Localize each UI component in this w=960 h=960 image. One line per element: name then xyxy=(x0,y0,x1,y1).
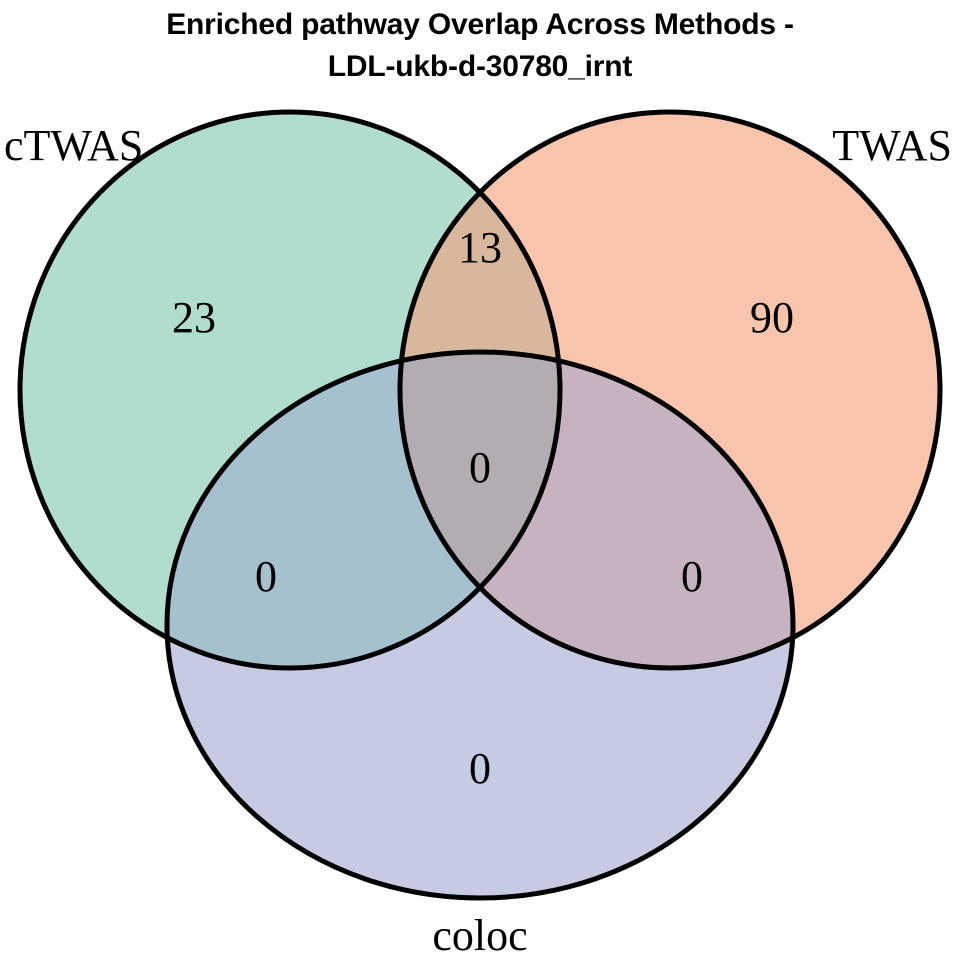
count-coloc-only: 0 xyxy=(469,744,491,793)
count-twas-coloc: 0 xyxy=(681,552,703,601)
set-label-ctwas: cTWAS xyxy=(4,121,143,170)
count-ctwas-twas: 13 xyxy=(458,223,502,272)
ctwas-circle-outline xyxy=(17,109,563,671)
set-label-twas: TWAS xyxy=(832,121,952,170)
chart-title: Enriched pathway Overlap Across Methods … xyxy=(0,0,960,88)
twas-circle-outline xyxy=(397,109,943,671)
count-ctwas-coloc: 0 xyxy=(255,552,277,601)
set-label-coloc: coloc xyxy=(432,911,527,960)
coloc-circle-outline xyxy=(164,349,796,901)
count-ctwas-only: 23 xyxy=(172,293,216,342)
count-ctwas-twas-coloc: 0 xyxy=(469,443,491,492)
venn-region-counts: 23 90 0 13 0 0 0 xyxy=(172,223,794,793)
venn-set-labels: cTWAS TWAS coloc xyxy=(4,121,952,960)
venn-set-outlines xyxy=(17,109,943,901)
chart-title-line-2: LDL-ukb-d-30780_irnt xyxy=(327,50,633,83)
chart-title-line-1: Enriched pathway Overlap Across Methods … xyxy=(166,8,794,41)
count-twas-only: 90 xyxy=(750,293,794,342)
